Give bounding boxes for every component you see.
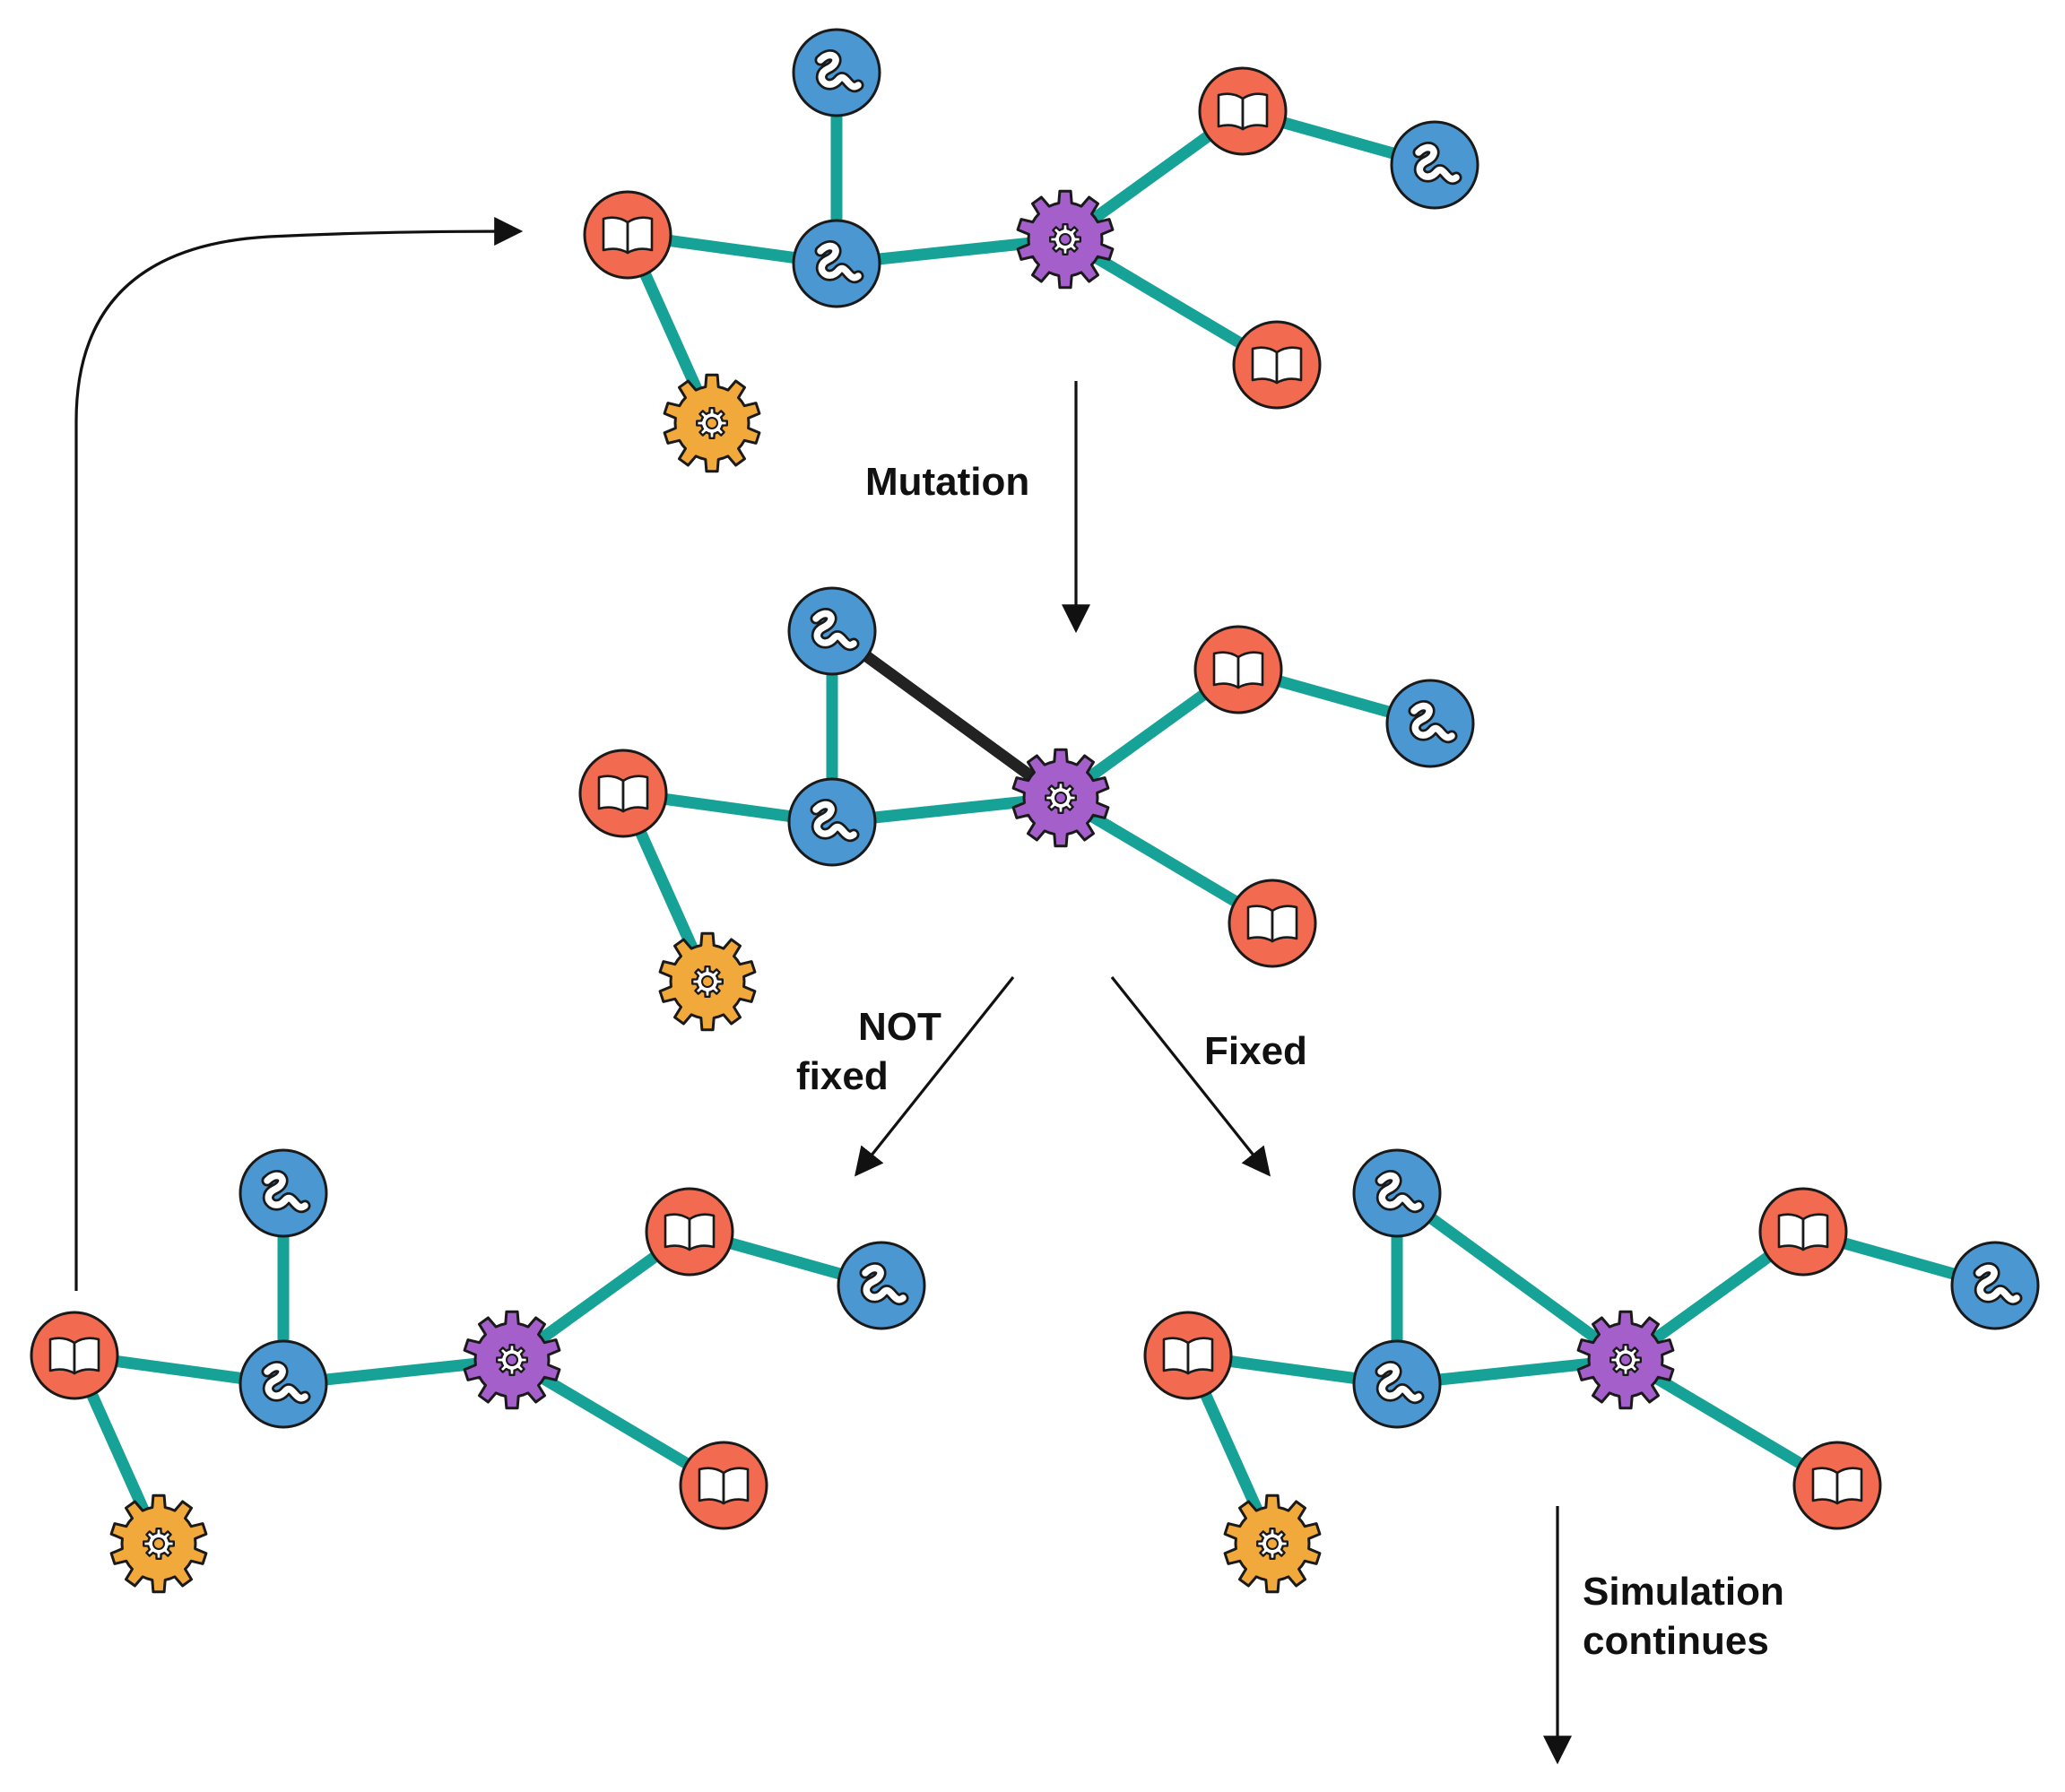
network-edge — [1391, 1187, 1632, 1366]
gear-icon — [1223, 1493, 1322, 1594]
book-node — [1193, 625, 1283, 714]
hub-gear-node — [463, 1310, 561, 1410]
worm-icon — [1408, 700, 1458, 744]
book-node — [578, 749, 668, 838]
worm-icon — [810, 799, 860, 843]
open-book-icon — [1162, 1337, 1214, 1375]
open-book-icon — [1251, 346, 1303, 385]
worm-icon — [1412, 142, 1462, 186]
worm-node — [239, 1148, 328, 1238]
worm-icon — [1375, 1361, 1425, 1405]
nodes-layer — [30, 28, 2040, 1594]
worm-node — [239, 1339, 328, 1429]
book-node — [30, 1311, 119, 1400]
worm-node — [787, 586, 877, 676]
hub-gear-node — [1576, 1310, 1675, 1410]
gear-icon — [1576, 1310, 1675, 1410]
flow-arrows — [74, 217, 1572, 1765]
fixed-label: Fixed — [1204, 1029, 1307, 1073]
worm-icon — [261, 1361, 311, 1405]
open-book-icon — [1217, 92, 1269, 131]
book-node — [645, 1187, 734, 1277]
worm-node — [792, 219, 881, 308]
not-fixed-arrow — [855, 976, 1015, 1177]
mutation-label: Mutation — [865, 460, 1029, 504]
worm-icon — [810, 608, 860, 652]
gear-icon — [109, 1493, 208, 1594]
open-book-icon — [597, 775, 649, 813]
book-node — [1228, 879, 1317, 968]
worm-node — [1352, 1148, 1442, 1238]
worm-node — [837, 1241, 926, 1330]
leaf-gear-node — [109, 1493, 208, 1594]
worm-node — [1352, 1339, 1442, 1429]
not-fixed-label-line2: fixed — [796, 1054, 889, 1098]
gear-icon — [1011, 748, 1110, 848]
worm-node — [787, 777, 877, 867]
simulation-label-line1: Simulation — [1583, 1570, 1784, 1614]
book-node — [1143, 1311, 1233, 1400]
book-node — [1792, 1441, 1882, 1530]
worm-icon — [261, 1170, 311, 1214]
open-book-icon — [664, 1213, 716, 1251]
open-book-icon — [1246, 905, 1298, 943]
open-book-icon — [698, 1467, 750, 1505]
open-book-icon — [48, 1337, 100, 1375]
not-fixed-label-line1: NOT — [858, 1005, 941, 1049]
worm-icon — [1375, 1170, 1425, 1214]
open-book-icon — [1212, 651, 1264, 689]
worm-node — [1385, 679, 1475, 768]
book-node — [583, 190, 672, 280]
gear-icon — [1016, 189, 1115, 290]
fixed-arrow — [1110, 976, 1271, 1177]
book-node — [1198, 66, 1288, 156]
book-node — [1758, 1187, 1848, 1277]
open-book-icon — [1777, 1213, 1829, 1251]
gear-icon — [658, 931, 757, 1032]
worm-node — [1390, 120, 1479, 210]
leaf-gear-node — [663, 373, 761, 473]
simulation-label-line2: continues — [1583, 1619, 1769, 1663]
worm-icon — [814, 49, 864, 93]
open-book-icon — [602, 216, 654, 255]
worm-icon — [814, 240, 864, 284]
hub-gear-node — [1016, 189, 1115, 290]
book-node — [1232, 320, 1322, 410]
worm-icon — [859, 1262, 909, 1306]
gear-icon — [463, 1310, 561, 1410]
book-node — [679, 1441, 768, 1530]
worm-node — [792, 28, 881, 117]
leaf-gear-node — [658, 931, 757, 1032]
new-mutated-edge — [826, 625, 1067, 804]
worm-icon — [1973, 1262, 2023, 1306]
gear-icon — [663, 373, 761, 473]
worm-node — [1950, 1241, 2040, 1330]
hub-gear-node — [1011, 748, 1110, 848]
leaf-gear-node — [1223, 1493, 1322, 1594]
open-book-icon — [1811, 1467, 1863, 1505]
loop-back-arrow — [74, 217, 524, 1291]
